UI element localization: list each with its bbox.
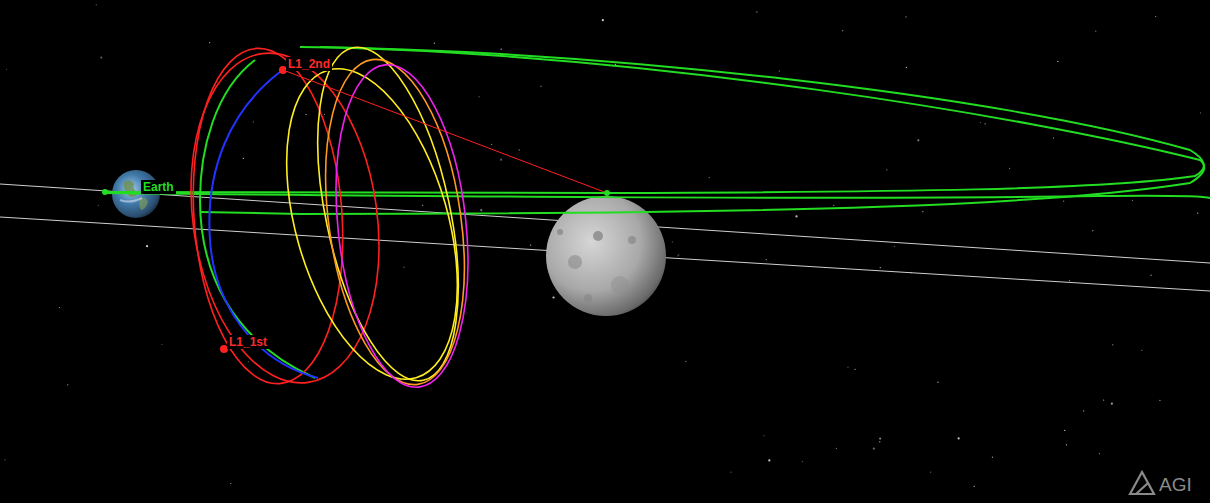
star	[1155, 16, 1156, 17]
star	[985, 123, 986, 124]
star	[672, 241, 673, 242]
star	[248, 361, 249, 362]
star	[1063, 201, 1064, 202]
star	[879, 441, 880, 442]
star	[1150, 275, 1151, 276]
star	[1083, 410, 1084, 411]
point-label: L1_2nd	[286, 57, 332, 71]
star	[434, 43, 435, 44]
star	[519, 149, 520, 150]
halo-orbits	[171, 35, 489, 399]
star	[96, 4, 97, 5]
star	[974, 486, 975, 487]
star	[67, 384, 68, 385]
star	[6, 69, 7, 70]
star	[980, 122, 981, 123]
star	[894, 246, 895, 247]
point-label: L1_1st	[227, 335, 269, 349]
star	[500, 159, 502, 161]
star	[540, 86, 541, 87]
moon-globe	[546, 196, 666, 316]
watermark-logo	[1130, 472, 1154, 494]
star	[842, 30, 843, 31]
star	[1159, 400, 1160, 401]
star	[906, 67, 907, 68]
star	[873, 448, 875, 450]
point-marker	[102, 189, 108, 195]
star	[709, 177, 710, 178]
star	[59, 307, 60, 308]
star	[1053, 137, 1054, 138]
body-label: Earth	[141, 180, 176, 194]
star	[243, 158, 244, 159]
star	[1112, 344, 1113, 345]
star	[1009, 168, 1010, 169]
star	[917, 139, 919, 141]
star	[1200, 112, 1201, 113]
star	[530, 244, 531, 245]
star	[879, 437, 881, 439]
star	[501, 49, 502, 50]
star	[763, 435, 764, 436]
star	[1057, 61, 1058, 62]
star	[422, 205, 423, 206]
star	[209, 42, 210, 43]
star	[253, 121, 254, 122]
star	[146, 245, 148, 247]
star	[1141, 350, 1142, 351]
star	[685, 361, 686, 362]
star	[1064, 430, 1065, 431]
star	[1197, 213, 1198, 214]
point-marker	[604, 190, 610, 196]
star	[1092, 230, 1093, 231]
star	[937, 382, 938, 383]
star	[678, 254, 679, 255]
star	[479, 96, 480, 97]
star	[677, 255, 678, 256]
star	[1066, 444, 1067, 445]
star	[768, 459, 770, 461]
star	[1095, 31, 1096, 32]
transfer-trajectory	[105, 47, 1210, 378]
sight-line	[283, 70, 607, 193]
star	[756, 11, 757, 12]
star	[602, 19, 604, 21]
star	[836, 448, 837, 449]
star	[1099, 453, 1100, 454]
star	[730, 472, 731, 473]
star	[833, 205, 834, 206]
star-field	[4, 4, 1201, 487]
star	[905, 16, 906, 17]
star	[306, 114, 307, 115]
star	[958, 437, 960, 439]
star	[766, 259, 767, 260]
star	[922, 211, 923, 212]
star	[98, 205, 99, 206]
star	[1103, 399, 1104, 400]
star	[100, 56, 102, 58]
star	[1132, 200, 1133, 201]
star	[480, 209, 482, 211]
star	[4, 459, 5, 460]
star	[930, 472, 931, 473]
star	[324, 114, 325, 115]
star	[161, 344, 162, 345]
star	[992, 457, 993, 458]
star	[230, 483, 231, 484]
star	[802, 461, 803, 462]
star	[552, 296, 554, 298]
star	[854, 369, 855, 370]
star	[795, 215, 797, 217]
star	[779, 70, 780, 71]
star	[847, 367, 848, 368]
watermark: AGI	[1157, 474, 1194, 495]
star	[886, 169, 887, 170]
star	[1111, 403, 1113, 405]
star	[491, 144, 492, 145]
star	[880, 267, 881, 268]
star	[1069, 280, 1070, 281]
star	[403, 267, 404, 268]
